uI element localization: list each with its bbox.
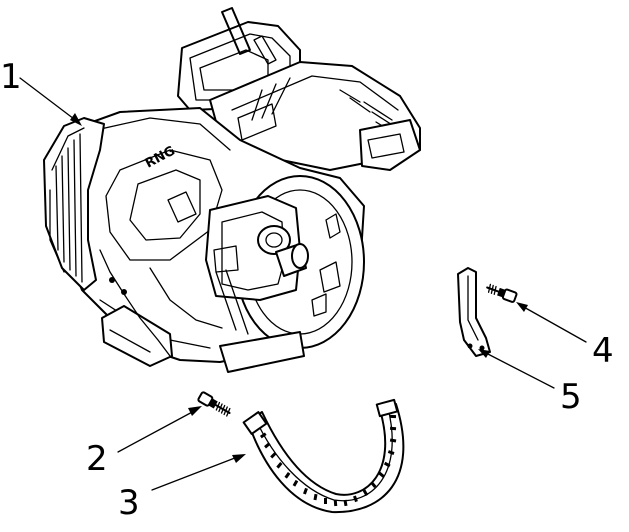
engine-assembly: RNG [43, 7, 421, 373]
callout-labels: 1 2 3 4 5 [0, 57, 614, 523]
callout-1: 1 [0, 57, 22, 97]
bracket-part-5 [457, 267, 491, 357]
clamp-band-part-3 [242, 398, 405, 514]
engine-base [101, 305, 305, 373]
callout-3: 3 [118, 483, 140, 523]
callout-4: 4 [592, 331, 614, 371]
leader-lines [19, 77, 587, 491]
callout-5: 5 [560, 377, 582, 417]
cylinder-shroud [209, 61, 421, 171]
callout-2: 2 [86, 439, 108, 479]
bolt-part-4 [486, 283, 518, 303]
crankshaft-cover [205, 175, 365, 349]
bolt-part-2 [197, 391, 231, 417]
wire-lead [99, 249, 171, 357]
flywheel-housing [43, 117, 105, 291]
